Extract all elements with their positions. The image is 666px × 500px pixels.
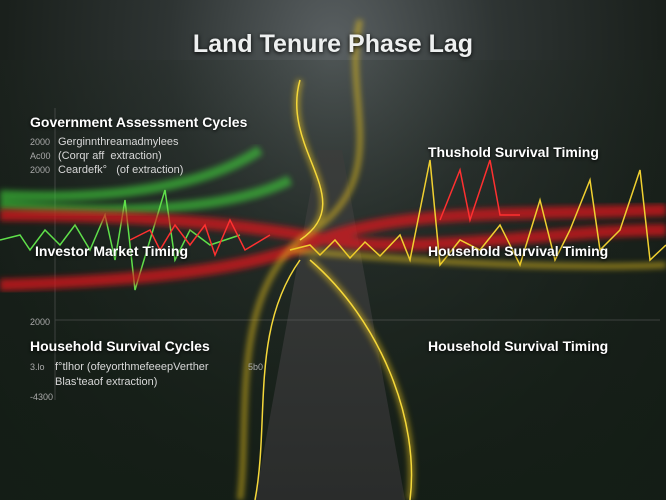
household-cycles-label: Household Survival Cycles <box>30 338 210 354</box>
tick: -4300 <box>30 392 54 402</box>
green-signal <box>0 189 241 291</box>
tick: 2000 <box>30 137 51 147</box>
right-bottom-label: Household Survival Timing <box>428 338 609 354</box>
tick: 2000 <box>30 317 51 327</box>
axis-lines <box>54 108 660 400</box>
gov-line-3: Ceardefk° (of extraction) <box>58 164 184 176</box>
gov-line-2: (Corqr aff extraction) <box>58 150 162 162</box>
gov-cycles-label: Government Assessment Cycles <box>30 114 248 130</box>
household-line-2: Blas'teaof extraction) <box>55 376 158 388</box>
right-top-label: Thushold Survival Timing <box>428 144 599 160</box>
gov-line-1: Gerginnthreamadmylees <box>58 136 179 148</box>
right-mid-label: Household Survival Timing <box>428 243 609 259</box>
tick: 5b0 <box>248 362 264 372</box>
household-line-1: f°tlhor (ofeyorthmefeeepVerther <box>55 361 209 373</box>
tick: 3.lo <box>30 362 45 372</box>
tick: Ac00 <box>30 151 51 161</box>
red-band <box>0 204 666 291</box>
tick: 2000 <box>30 165 51 175</box>
yellow-trail <box>254 79 413 500</box>
page-title: Land Tenure Phase Lag <box>192 30 474 58</box>
investor-timing-label: Investor Market Timing <box>35 243 189 259</box>
red-signal <box>129 159 520 258</box>
yellow-band <box>237 19 666 500</box>
